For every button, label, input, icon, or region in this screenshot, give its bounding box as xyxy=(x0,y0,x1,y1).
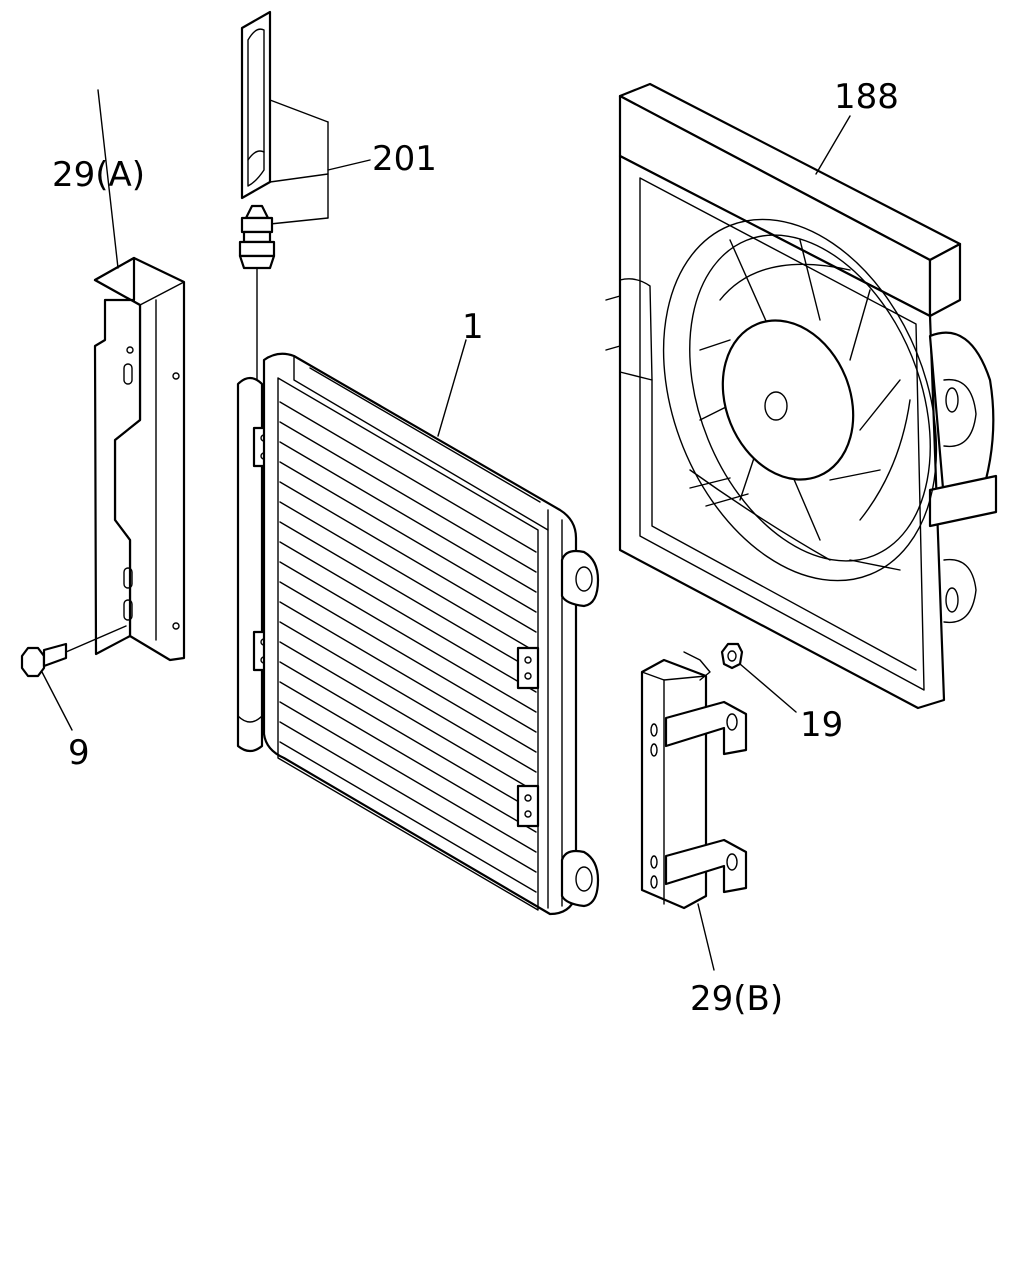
part-9-bolt xyxy=(20,625,127,731)
part-19-nut xyxy=(720,642,797,713)
part-201-receiver-insert xyxy=(240,10,371,225)
part-29b-bracket xyxy=(640,651,748,971)
part-201-plug xyxy=(238,204,276,381)
callout-9: 9 xyxy=(68,733,90,773)
callout-29b: 29(B) xyxy=(690,979,783,1019)
part-29a-bracket xyxy=(93,89,186,662)
part-188-fan-shroud xyxy=(605,82,998,710)
callout-1: 1 xyxy=(462,307,484,347)
callout-201: 201 xyxy=(372,139,437,179)
condenser-core-fins xyxy=(279,401,537,893)
callout-29a: 29(A) xyxy=(52,155,145,195)
callout-19: 19 xyxy=(800,705,843,745)
callout-188: 188 xyxy=(834,77,899,117)
part-1-condenser xyxy=(236,339,600,916)
